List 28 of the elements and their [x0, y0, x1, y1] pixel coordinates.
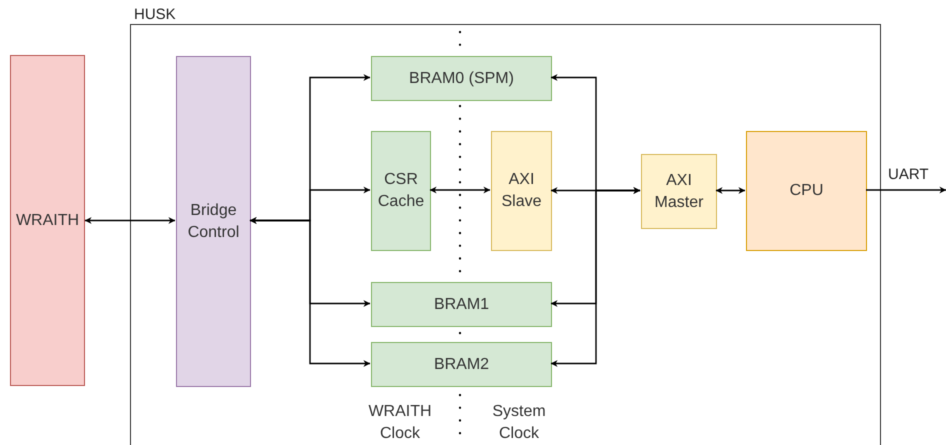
block-label: Bridge Control: [186, 200, 240, 242]
connector-arrow: [716, 187, 746, 194]
block-label: BRAM1: [432, 294, 490, 314]
block-label: CPU: [788, 181, 824, 201]
edge-label: UART: [888, 166, 929, 183]
block-box: [10, 55, 85, 386]
connector-arrow: [430, 186, 490, 194]
container-title: HUSK: [134, 6, 176, 23]
connector-arrow: [84, 217, 176, 224]
block-label: AXI Master: [654, 170, 704, 212]
block-label: BRAM0 (SPM): [408, 68, 515, 88]
block-label: BRAM2: [432, 354, 490, 374]
connector-arrow: [866, 186, 946, 194]
block-box: [371, 282, 552, 327]
connector-arrow: [550, 187, 640, 367]
block-box: [746, 131, 867, 251]
clock-label: System Clock: [491, 402, 547, 444]
block-box: [176, 56, 251, 387]
clock-label: WRAITH Clock: [367, 402, 433, 444]
block-label: AXI Slave: [500, 170, 543, 212]
block-box: [491, 131, 552, 251]
block-box: [371, 342, 552, 387]
block-box: [371, 131, 431, 251]
block-label: CSR Cache: [376, 170, 426, 212]
connector-arrow: [250, 217, 370, 367]
block-label: WRAITH: [14, 210, 80, 230]
block-box: [371, 56, 552, 101]
block-box: [641, 154, 717, 229]
